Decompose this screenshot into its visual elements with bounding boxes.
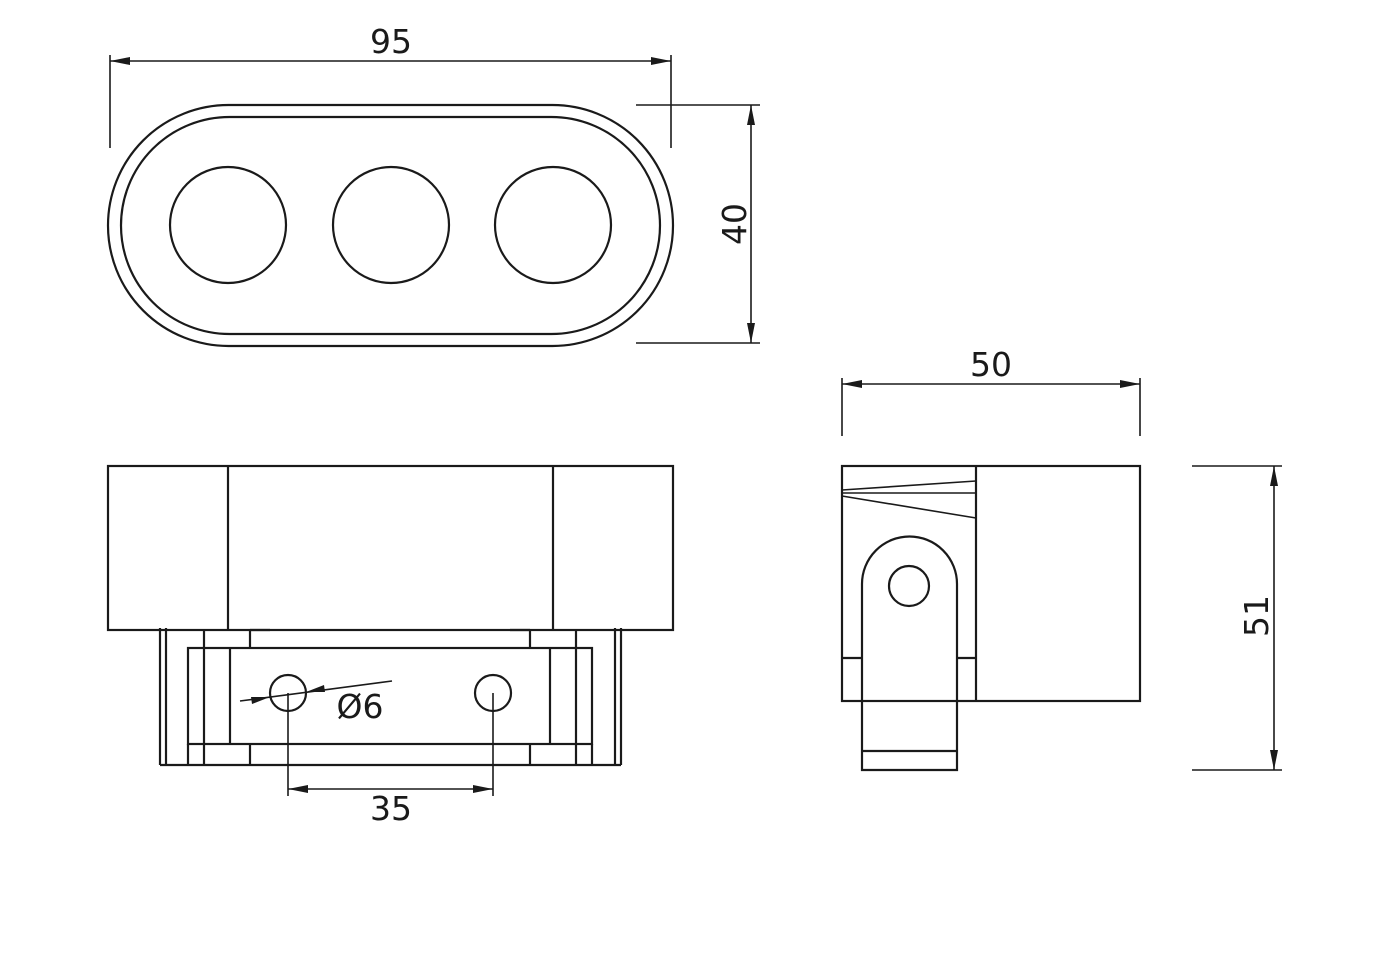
side-view-pivot-lug [860, 535, 959, 772]
dimension-width-side: 50 [841, 345, 1141, 436]
front-view [106, 464, 675, 767]
dimension-label-51: 51 [1237, 595, 1276, 637]
top-view [106, 103, 675, 348]
top-view-inner-outline [119, 115, 662, 336]
side-view [840, 464, 1142, 772]
lens-circle-right [493, 165, 613, 285]
front-view-body [106, 464, 675, 632]
dimension-label-95: 95 [370, 22, 412, 61]
dimension-height-top: 40 [636, 104, 760, 344]
dimension-height-side: 51 [1192, 465, 1282, 771]
side-view-body [840, 464, 1142, 703]
side-view-pivot-hole [887, 564, 931, 608]
top-view-outer-outline [106, 103, 675, 348]
lens-circle-middle [331, 165, 451, 285]
lens-circle-left [168, 165, 288, 285]
dimension-width-top: 95 [109, 22, 672, 148]
dimension-label-40: 40 [715, 203, 754, 245]
dimension-label-35: 35 [370, 789, 412, 828]
dimension-label-50: 50 [970, 345, 1012, 384]
dimension-label-d6: Ø6 [337, 687, 384, 726]
dimension-hole-diameter: Ø6 [239, 680, 393, 726]
mounting-bracket-plate [186, 646, 594, 746]
dimension-hole-spacing: 35 [287, 693, 494, 828]
